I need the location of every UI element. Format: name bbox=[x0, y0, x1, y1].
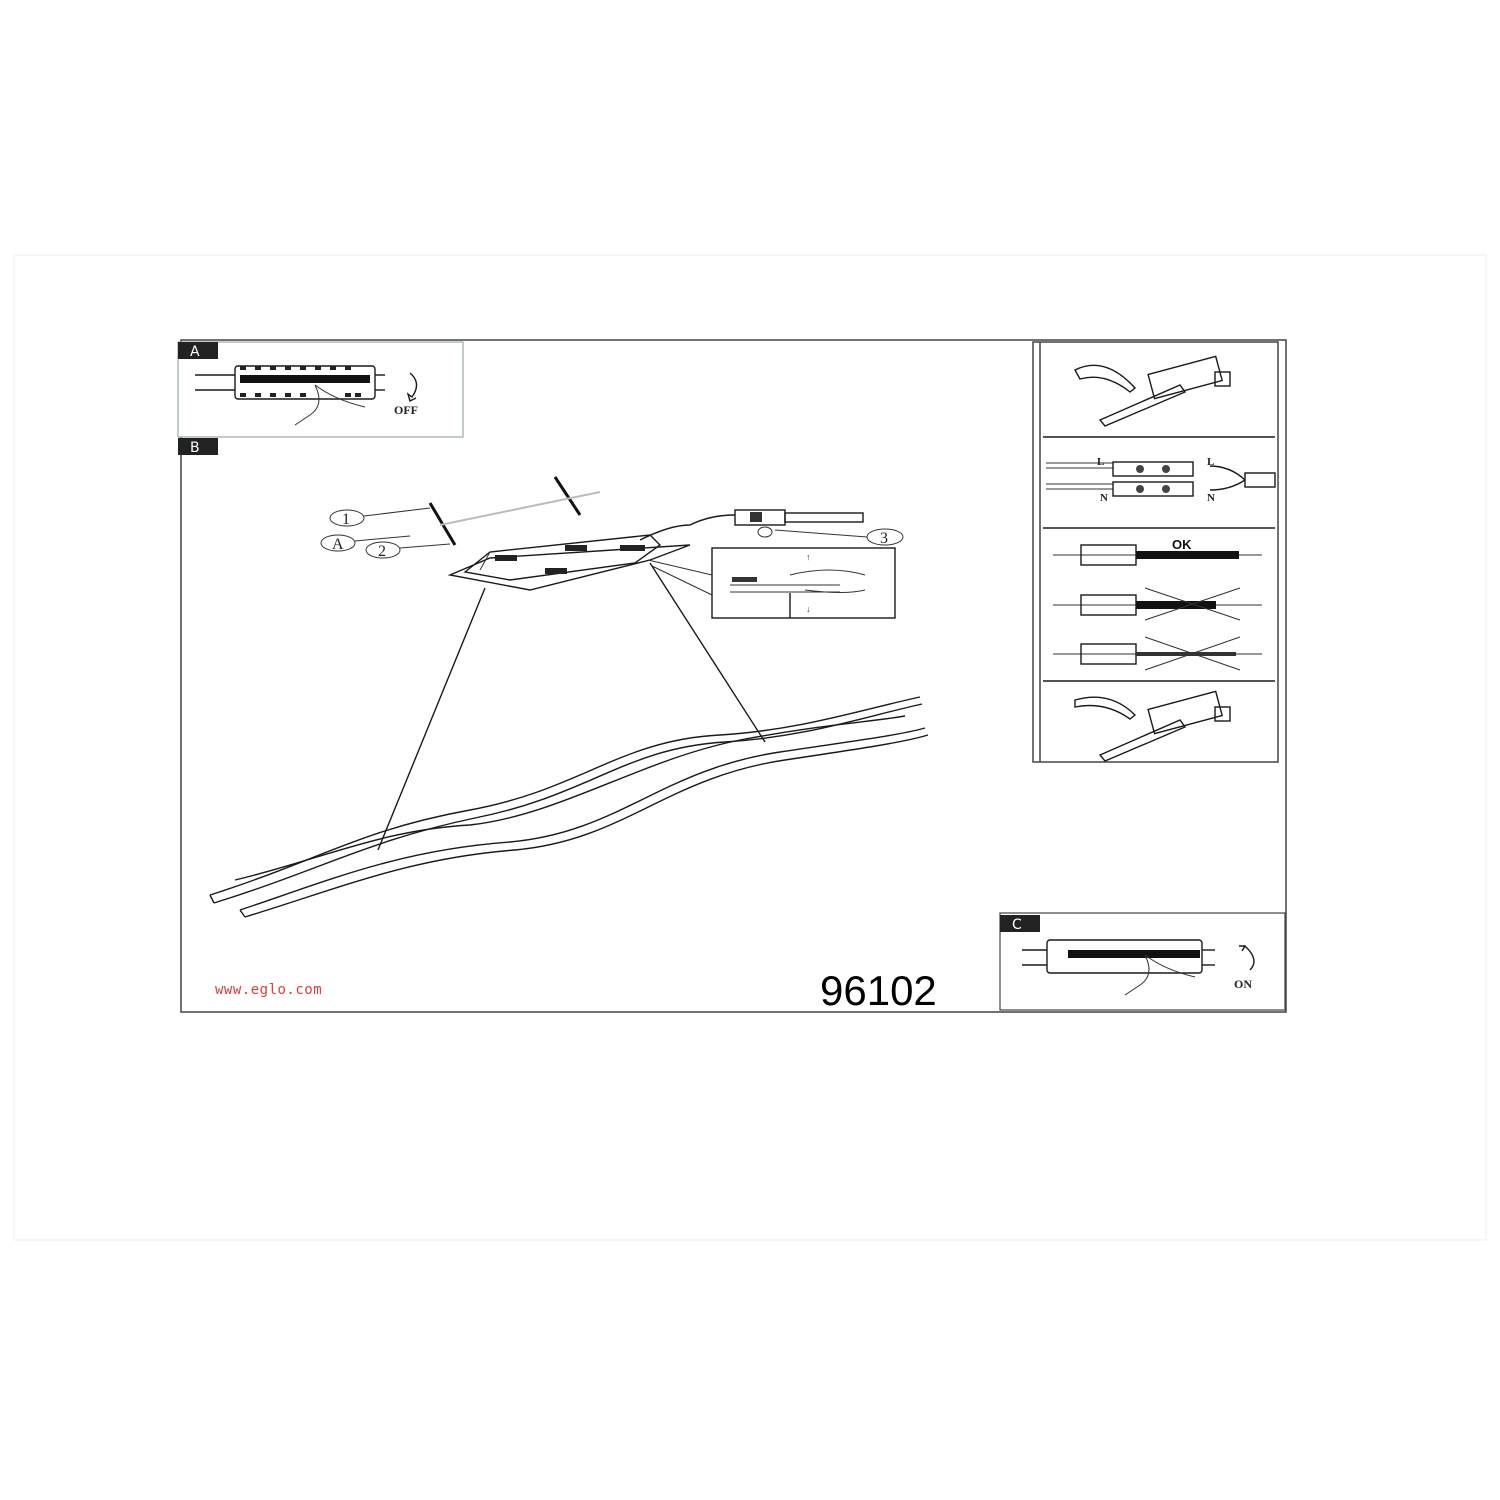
wire-label-left-n: N bbox=[1100, 492, 1108, 504]
callout-a: A bbox=[320, 534, 411, 553]
wire-label-right-n: N bbox=[1207, 492, 1215, 504]
strip-length-ok-icon: OK bbox=[1053, 537, 1262, 566]
strip-length-wrong-1-icon bbox=[1053, 587, 1262, 621]
breaker-strip-icon bbox=[195, 365, 385, 400]
panel-c-label-box bbox=[1000, 915, 1040, 932]
svg-text:↑: ↑ bbox=[806, 552, 811, 562]
strip-length-wrong-2-icon bbox=[1053, 636, 1262, 671]
panel-a-switch-off: A OFF bbox=[177, 341, 464, 438]
svg-text:A: A bbox=[332, 536, 344, 553]
svg-text:↓: ↓ bbox=[806, 604, 811, 614]
sheet-border bbox=[13, 254, 1487, 1241]
panel-b-label-box bbox=[178, 438, 218, 455]
open-terminal-cover-icon bbox=[1074, 355, 1231, 427]
hand-icon bbox=[294, 384, 366, 426]
svg-text:1: 1 bbox=[342, 511, 350, 528]
detail-inset: ↑↓ bbox=[647, 547, 896, 619]
suspension-wire-right bbox=[649, 562, 766, 743]
arrow-down-icon bbox=[406, 372, 418, 403]
wiring-steps-panel: L N L N OK bbox=[1032, 341, 1279, 763]
panel-a-label-box bbox=[178, 342, 218, 359]
callout-1: 1 bbox=[329, 507, 431, 528]
main-frame bbox=[180, 339, 1287, 1013]
screw-2-icon bbox=[553, 476, 582, 516]
panel-a-label: A bbox=[190, 344, 200, 360]
suspension-wire-left bbox=[377, 587, 486, 851]
hand-icon bbox=[1124, 954, 1196, 996]
wave-light-bars bbox=[209, 696, 929, 918]
close-terminal-cover-icon bbox=[1074, 690, 1231, 762]
panel-c-state: ON bbox=[1234, 977, 1252, 991]
svg-text:3: 3 bbox=[880, 530, 888, 547]
wire-label-right-l: L bbox=[1207, 456, 1214, 468]
live-neutral-connection-icon: L N L N bbox=[1046, 456, 1276, 504]
panel-c-switch-on: C ON bbox=[999, 912, 1286, 1011]
panel-b-label: B bbox=[190, 440, 200, 456]
wire-label-left-l: L bbox=[1097, 456, 1104, 468]
panel-a-state: OFF bbox=[394, 403, 418, 417]
model-number: 96102 bbox=[820, 967, 937, 1014]
ok-label: OK bbox=[1172, 537, 1192, 552]
arrow-up-icon bbox=[1239, 944, 1255, 971]
breaker-strip-icon bbox=[1022, 939, 1215, 974]
drill-line bbox=[439, 491, 601, 526]
terminal-block-icon bbox=[734, 509, 864, 538]
ceiling-canopy bbox=[447, 534, 691, 591]
svg-text:2: 2 bbox=[378, 543, 386, 560]
callout-2: 2 bbox=[365, 541, 451, 560]
power-cable bbox=[639, 514, 736, 541]
website-link[interactable]: www.eglo.com bbox=[215, 982, 322, 998]
callout-3: 3 bbox=[774, 528, 904, 547]
panel-c-label: C bbox=[1012, 917, 1022, 933]
